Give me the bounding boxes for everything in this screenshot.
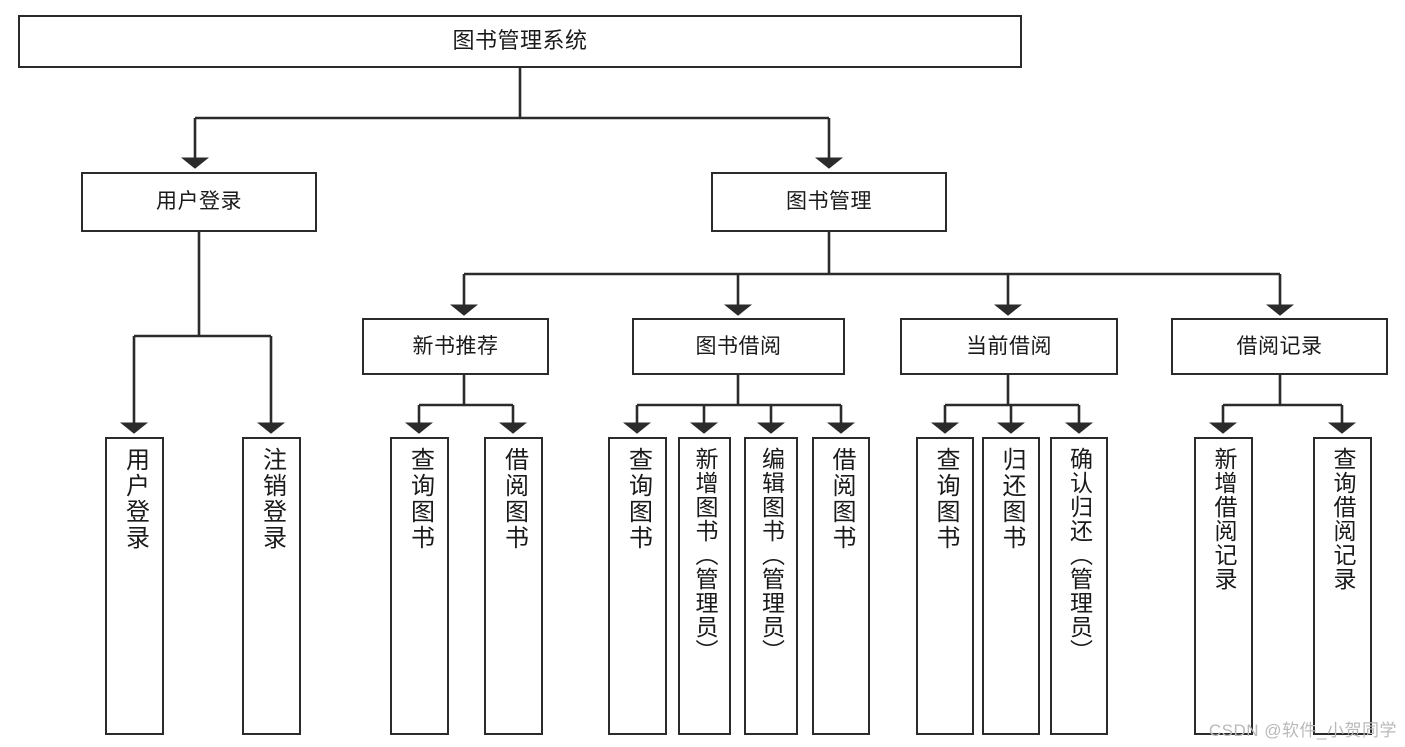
node-label: 当前借阅	[966, 334, 1052, 358]
node-user-login[interactable]: 用户登录	[81, 172, 317, 232]
node-label: 查询图书	[406, 447, 434, 551]
node-current-borrow[interactable]: 当前借阅	[900, 318, 1118, 375]
leaf-current-return-book[interactable]: 归还图书	[982, 437, 1040, 735]
node-borrow-record[interactable]: 借阅记录	[1171, 318, 1388, 375]
leaf-borrow-add-book[interactable]: 新增图书（管理员）	[678, 437, 731, 735]
leaf-record-add-record[interactable]: 新增借阅记录	[1194, 437, 1253, 735]
node-label: 图书管理系统	[452, 28, 588, 54]
node-label: 借阅记录	[1236, 334, 1323, 358]
node-book-borrow[interactable]: 图书借阅	[632, 318, 845, 375]
leaf-borrow-query-book[interactable]: 查询图书	[608, 437, 667, 735]
leaf-borrow-edit-book[interactable]: 编辑图书（管理员）	[744, 437, 798, 735]
node-label: 查询图书	[624, 447, 652, 551]
node-label: 借阅图书	[828, 447, 855, 551]
node-label: 借阅图书	[500, 447, 528, 551]
node-label: 查询借阅记录	[1330, 447, 1356, 591]
node-label: 查询图书	[932, 447, 959, 551]
leaf-borrow-borrow-book[interactable]: 借阅图书	[812, 437, 870, 735]
leaf-user-login-login[interactable]: 用户登录	[105, 437, 164, 735]
node-label: 新增图书（管理员）	[692, 447, 718, 663]
node-label: 图书借阅	[695, 334, 782, 358]
node-label: 用户登录	[156, 190, 242, 214]
leaf-record-query-record[interactable]: 查询借阅记录	[1313, 437, 1372, 735]
node-root-system[interactable]: 图书管理系统	[18, 15, 1022, 68]
leaf-current-confirm-return[interactable]: 确认归还（管理员）	[1050, 437, 1108, 735]
node-label: 注销登录	[258, 447, 286, 551]
watermark-text: CSDN @软件_小贺同学	[1208, 721, 1397, 740]
leaf-current-query-book[interactable]: 查询图书	[916, 437, 974, 735]
node-label: 用户登录	[121, 447, 149, 551]
leaf-user-login-logout[interactable]: 注销登录	[242, 437, 301, 735]
node-label: 编辑图书（管理员）	[758, 447, 785, 663]
node-book-management[interactable]: 图书管理	[711, 172, 947, 232]
node-new-book-recommend[interactable]: 新书推荐	[362, 318, 549, 375]
node-label: 新书推荐	[412, 334, 499, 358]
leaf-new-book-query[interactable]: 查询图书	[390, 437, 449, 735]
leaf-new-book-borrow[interactable]: 借阅图书	[484, 437, 543, 735]
node-label: 图书管理	[786, 190, 872, 214]
node-label: 新增借阅记录	[1211, 447, 1237, 591]
node-label: 归还图书	[998, 447, 1025, 551]
node-label: 确认归还（管理员）	[1066, 447, 1093, 663]
